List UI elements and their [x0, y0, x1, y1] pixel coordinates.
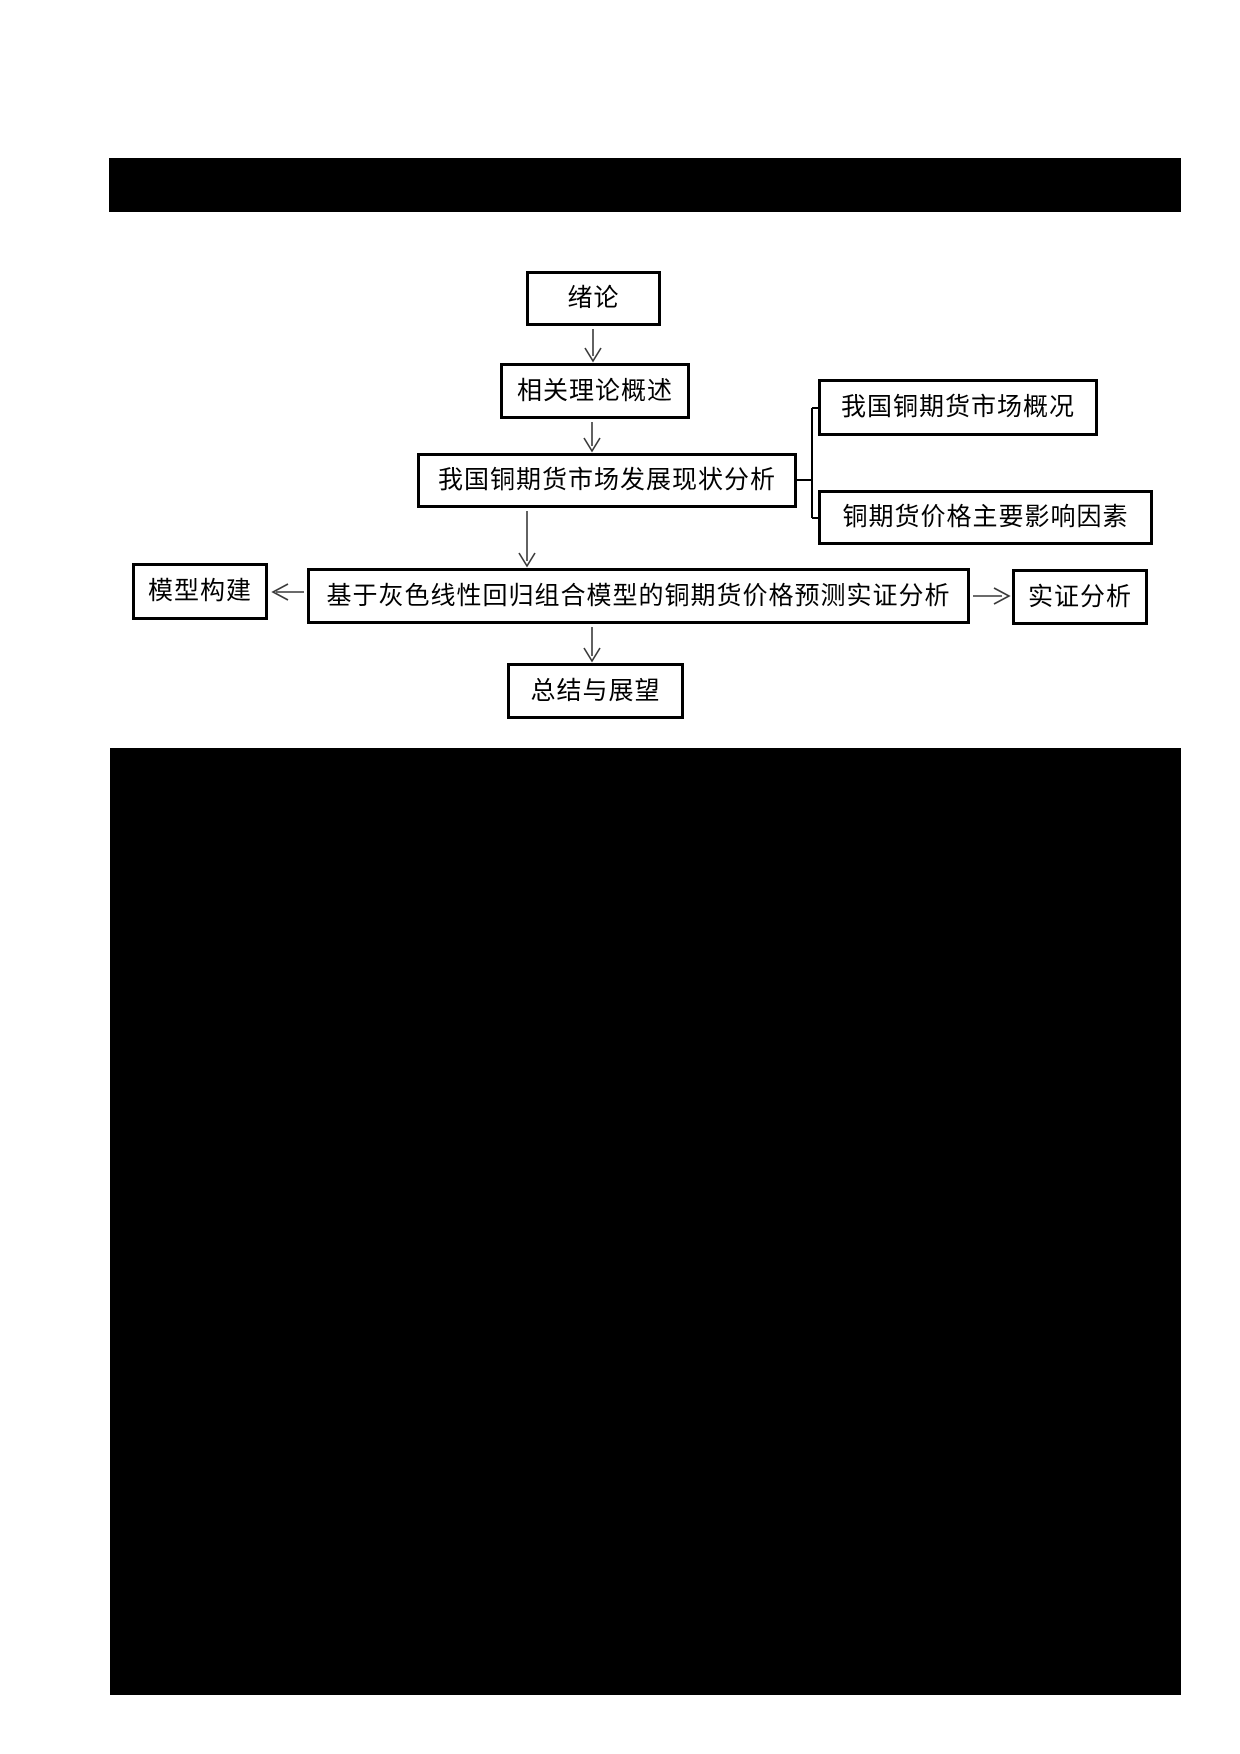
- flowchart-node-empirical-main: 基于灰色线性回归组合模型的铜期货价格预测实证分析: [307, 568, 970, 624]
- flowchart-node-summary: 总结与展望: [507, 663, 684, 719]
- flowchart-node-model-build: 模型构建: [132, 563, 268, 620]
- flowchart-node-price-factors: 铜期货价格主要影响因素: [818, 490, 1153, 545]
- arrow-left-to-model: [271, 583, 304, 601]
- bracket-connector: [797, 407, 818, 519]
- arrow-down-theory-status: [583, 422, 601, 453]
- arrow-down-empirical-summary: [583, 627, 601, 663]
- redacted-content-block: [110, 748, 1181, 1695]
- flowchart-node-market-status: 我国铜期货市场发展现状分析: [417, 453, 797, 508]
- flowchart-node-intro: 绪论: [526, 271, 661, 326]
- flowchart-node-theory: 相关理论概述: [500, 363, 690, 419]
- arrow-down-status-empirical: [518, 511, 536, 568]
- flowchart-node-empirical: 实证分析: [1012, 569, 1148, 625]
- flowchart-node-market-overview: 我国铜期货市场概况: [818, 379, 1098, 436]
- arrow-right-to-empirical: [973, 587, 1011, 605]
- redacted-title-bar: [109, 158, 1181, 212]
- arrow-down-intro-theory: [584, 329, 602, 363]
